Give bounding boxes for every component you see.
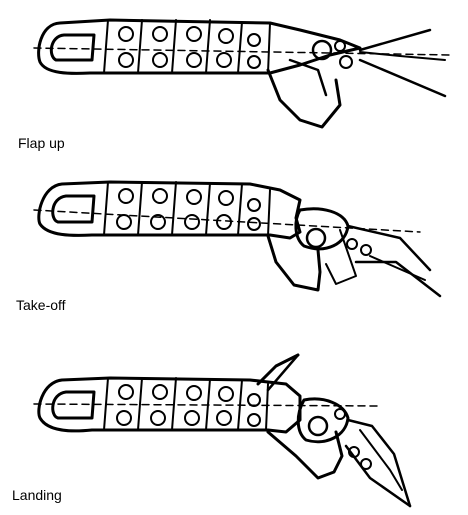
wing-section-take-off — [34, 182, 440, 296]
wing-section-flap-up — [34, 20, 450, 127]
wing-section-landing — [34, 355, 410, 506]
